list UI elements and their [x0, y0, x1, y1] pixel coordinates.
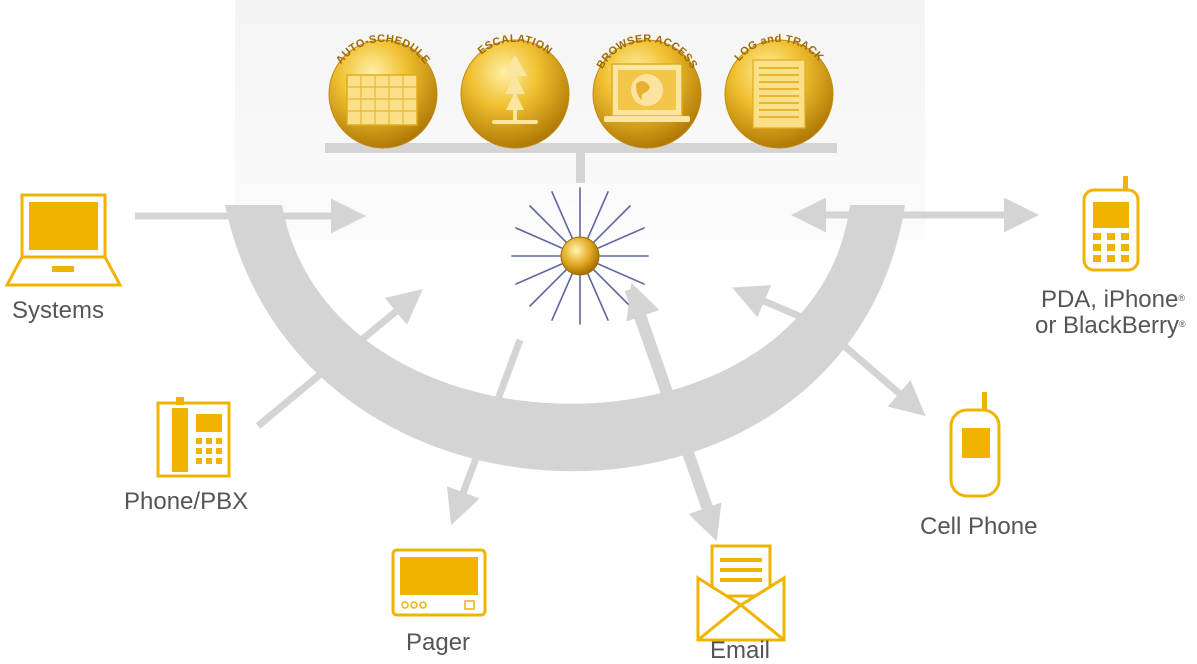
- pda-label-line1: PDA, iPhone: [1040, 286, 1179, 313]
- desk-phone-icon: [156, 397, 231, 478]
- arrow-phone-in: [255, 289, 423, 429]
- feature-stem: [576, 153, 585, 183]
- pda-label-line2: or BlackBerry: [1035, 312, 1180, 339]
- arrow-cell-out: [817, 322, 926, 417]
- connector-arrows: [135, 197, 1039, 542]
- envelope-icon: [696, 544, 786, 642]
- feature-bar: [325, 143, 837, 153]
- pager-label: Pager: [406, 629, 471, 656]
- cell-phone-icon: [949, 392, 1001, 498]
- arrow-pager-out: [446, 338, 524, 526]
- feature-escalation: ESCALATION: [460, 33, 570, 149]
- pager-icon: [391, 548, 487, 617]
- registered-mark: ®: [1178, 293, 1185, 303]
- arrow-email-out: [624, 288, 722, 542]
- calendar-icon: [346, 74, 418, 126]
- pda-label: PDA, iPhone® or BlackBerry®: [1035, 286, 1186, 339]
- escalation-tree-icon: [492, 55, 538, 124]
- browser-globe-icon: [604, 63, 690, 122]
- laptop-icon: [4, 193, 123, 287]
- feature-log-track: LOG and TRACK: [724, 33, 834, 149]
- connector-arc: [225, 205, 905, 472]
- systems-label: Systems: [12, 297, 105, 324]
- cell-phone-label: Cell Phone: [920, 513, 1038, 540]
- arrow-cell-in: [732, 285, 822, 329]
- registered-mark: ®: [1179, 319, 1186, 329]
- phone-pbx-label: Phone/PBX: [124, 488, 249, 515]
- feature-auto-schedule: AUTO-SCHEDULE: [328, 33, 438, 149]
- email-label: Email: [710, 637, 771, 664]
- smartphone-icon: [1082, 176, 1140, 272]
- starburst-hub-icon: [505, 181, 655, 331]
- log-document-icon: [752, 59, 806, 129]
- feature-browser-access: BROWSER ACCESS: [592, 33, 702, 149]
- arrow-email-in: [626, 282, 718, 522]
